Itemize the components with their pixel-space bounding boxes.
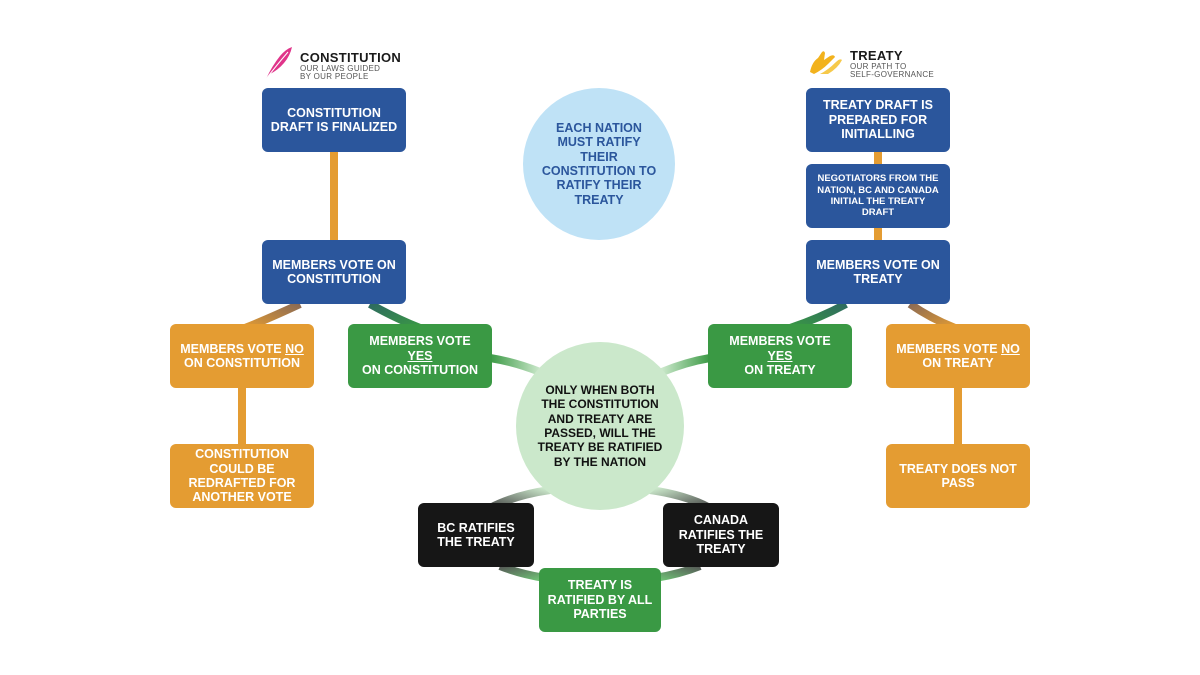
header-subtitle: OUR PATH TO bbox=[850, 61, 907, 71]
members-vote-constitution-node: MEMBERS VOTE ON CONSTITUTION bbox=[262, 240, 406, 304]
node-label: TREATY IS RATIFIED BY ALL PARTIES bbox=[547, 578, 653, 622]
node-label: BC RATIFIES THE TREATY bbox=[437, 520, 515, 549]
both-passed-circle: ONLY WHEN BOTH THE CONSTITUTION AND TREA… bbox=[516, 342, 684, 510]
constitution-draft-node: CONSTITUTION DRAFT IS FINALIZED bbox=[262, 88, 406, 152]
node-label: NEGOTIATORS FROM THE NATION, BC AND CANA… bbox=[817, 173, 939, 219]
node-label: TREATY DRAFT IS PREPARED FOR INITIALLING bbox=[823, 98, 933, 142]
feather-icon bbox=[262, 46, 294, 85]
connector bbox=[660, 354, 711, 376]
circle-label: EACH NATION MUST RATIFY THEIR CONSTITUTI… bbox=[541, 120, 657, 207]
header-title: TREATY bbox=[850, 47, 903, 63]
node-label: MEMBERS VOTE ON TREATY bbox=[816, 257, 940, 286]
bc-ratifies-node: BC RATIFIES THE TREATY bbox=[418, 503, 534, 567]
node-label: CANADA RATIFIES THE TREATY bbox=[678, 513, 764, 557]
header-subtitle: SELF-GOVERNANCE bbox=[850, 70, 935, 79]
members-vote-treaty-node: MEMBERS VOTE ON TREATY bbox=[806, 240, 950, 304]
connector bbox=[489, 354, 542, 376]
constitution-header-text: CONSTITUTION OUR LAWS GUIDED BY OUR PEOP… bbox=[300, 50, 401, 82]
constitution-redrafted-node: CONSTITUTION COULD BE REDRAFTED FOR ANOT… bbox=[170, 444, 314, 508]
ratified-all-parties-node: TREATY IS RATIFIED BY ALL PARTIES bbox=[539, 568, 661, 632]
treaty-draft-node: TREATY DRAFT IS PREPARED FOR INITIALLING bbox=[806, 88, 950, 152]
circle-label: ONLY WHEN BOTH THE CONSTITUTION AND TREA… bbox=[537, 382, 663, 469]
ratify-note-circle: EACH NATION MUST RATIFY THEIR CONSTITUTI… bbox=[523, 88, 675, 240]
treaty-does-not-pass-node: TREATY DOES NOT PASS bbox=[886, 444, 1030, 508]
node-label: MEMBERS VOTE ON CONSTITUTION bbox=[272, 257, 396, 286]
node-label: TREATY DOES NOT PASS bbox=[899, 461, 1017, 490]
canada-ratifies-node: CANADA RATIFIES THE TREATY bbox=[663, 503, 779, 567]
treaty-header-text: TREATY OUR PATH TO SELF-GOVERNANCE bbox=[850, 48, 934, 80]
treaty-header: TREATY OUR PATH TO SELF-GOVERNANCE bbox=[808, 46, 934, 81]
constitution-header: CONSTITUTION OUR LAWS GUIDED BY OUR PEOP… bbox=[262, 46, 401, 85]
node-label: CONSTITUTION DRAFT IS FINALIZED bbox=[270, 105, 398, 134]
hands-icon bbox=[808, 46, 844, 81]
connector bbox=[654, 562, 702, 582]
header-title: CONSTITUTION bbox=[300, 49, 402, 65]
header-subtitle: BY OUR PEOPLE bbox=[300, 72, 369, 81]
header-subtitle: OUR LAWS GUIDED bbox=[300, 63, 381, 73]
negotiators-initial-node: NEGOTIATORS FROM THE NATION, BC AND CANA… bbox=[806, 164, 950, 228]
node-label: CONSTITUTION COULD BE REDRAFTED FOR ANOT… bbox=[188, 447, 296, 505]
